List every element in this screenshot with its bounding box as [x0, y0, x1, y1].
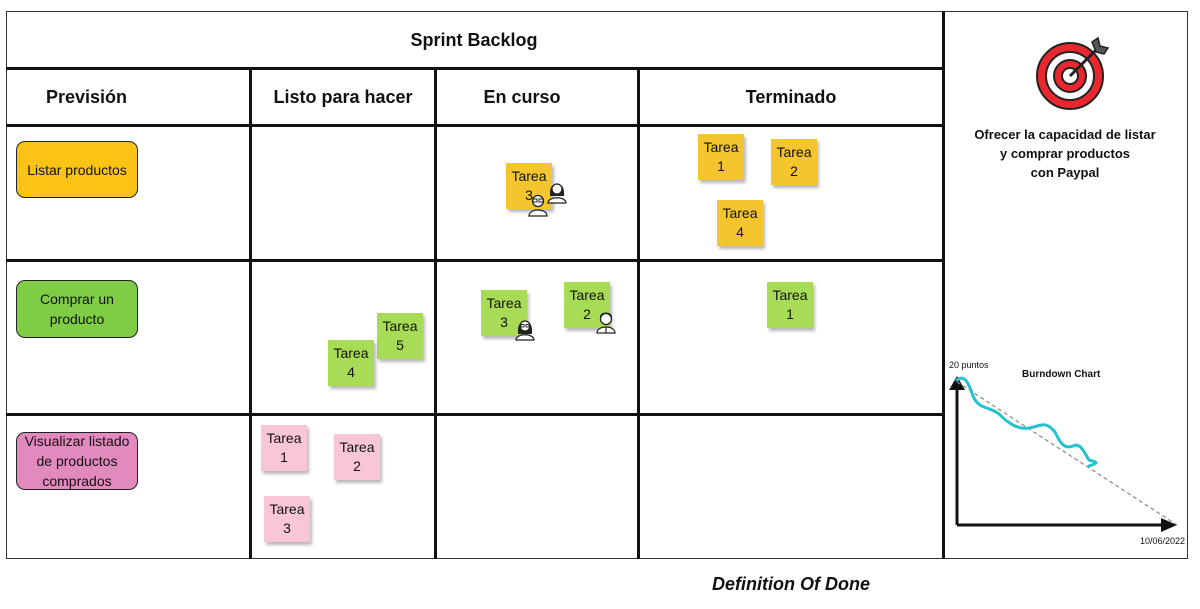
definition-of-done: Definition Of Done [712, 574, 870, 594]
burndown-y-arrow [949, 376, 965, 390]
task-note[interactable]: Tarea 4 [717, 200, 763, 246]
story-comprar-producto[interactable]: Comprar un producto [16, 280, 138, 338]
person-icon [528, 194, 548, 217]
person-icon [596, 312, 616, 334]
burndown-title: Burndown Chart [1022, 369, 1101, 380]
person-icon [515, 320, 535, 341]
task-note[interactable]: Tarea 5 [377, 313, 423, 359]
story-visualizar-listado[interactable]: Visualizar listado de productos comprado… [16, 432, 138, 490]
task-note[interactable]: Tarea 2 [564, 282, 610, 328]
burndown-ideal-line [956, 381, 1178, 526]
burndown-y-label: 20 puntos [949, 360, 989, 370]
person-icon [547, 183, 567, 204]
column-header-prevision: Previsión [46, 87, 128, 107]
board-title: Sprint Backlog [410, 30, 538, 50]
target-icon [1036, 36, 1110, 110]
header-divider [6, 124, 942, 127]
side-panel-divider [942, 11, 945, 559]
task-note[interactable]: Tarea 2 [771, 139, 817, 185]
title-divider [6, 67, 942, 70]
task-note[interactable]: Tarea 3 [264, 496, 310, 542]
row-divider-1 [6, 259, 942, 262]
story-listar-productos[interactable]: Listar productos [16, 141, 138, 198]
board-frame [6, 11, 1188, 559]
task-note[interactable]: Tarea 1 [767, 282, 813, 328]
column-header-listo: Listo para hacer [273, 87, 413, 107]
task-note[interactable]: Tarea 2 [334, 434, 380, 480]
column-header-en-curso: En curso [483, 87, 561, 107]
task-note[interactable]: Tarea 3 [506, 163, 552, 209]
burndown-x-label: 10/06/2022 [1140, 536, 1186, 546]
task-note[interactable]: Tarea 1 [698, 134, 744, 180]
column-divider-1 [249, 67, 252, 559]
column-divider-3 [637, 67, 640, 559]
task-note[interactable]: Tarea 1 [261, 425, 307, 471]
sprint-goal: Ofrecer la capacidad de listar y comprar… [974, 127, 1156, 180]
row-divider-2 [6, 413, 942, 416]
column-divider-2 [434, 67, 437, 559]
column-header-terminado: Terminado [745, 87, 837, 107]
task-note[interactable]: Tarea 4 [328, 340, 374, 386]
burndown-actual-line [955, 376, 1098, 468]
burndown-chart [949, 376, 1178, 532]
burndown-x-arrow [1161, 518, 1177, 532]
